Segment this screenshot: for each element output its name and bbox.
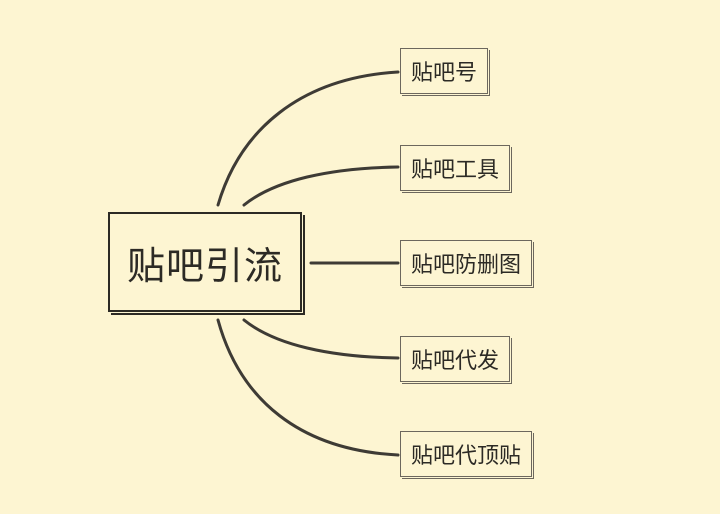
branch-label-3: 贴吧防删图 <box>411 253 522 278</box>
branch-node-5[interactable]: 贴吧代顶贴 <box>400 431 533 477</box>
branch-label-4: 贴吧代发 <box>411 349 500 374</box>
central-topic-label: 贴吧引流 <box>126 243 283 288</box>
link-branch-5 <box>216 318 400 457</box>
link-branch-2 <box>242 165 400 207</box>
branch-label-5: 贴吧代顶贴 <box>411 444 522 469</box>
central-topic[interactable]: 贴吧引流 <box>108 212 302 312</box>
branch-node-4[interactable]: 贴吧代发 <box>400 336 511 382</box>
branch-label-1: 贴吧号 <box>411 61 478 86</box>
branch-node-2[interactable]: 贴吧工具 <box>400 145 511 191</box>
branch-node-3[interactable]: 贴吧防删图 <box>400 240 533 286</box>
link-branch-1 <box>216 70 400 207</box>
link-branch-4 <box>242 318 400 360</box>
branch-node-1[interactable]: 贴吧号 <box>400 48 489 94</box>
branch-label-2: 贴吧工具 <box>411 158 500 183</box>
